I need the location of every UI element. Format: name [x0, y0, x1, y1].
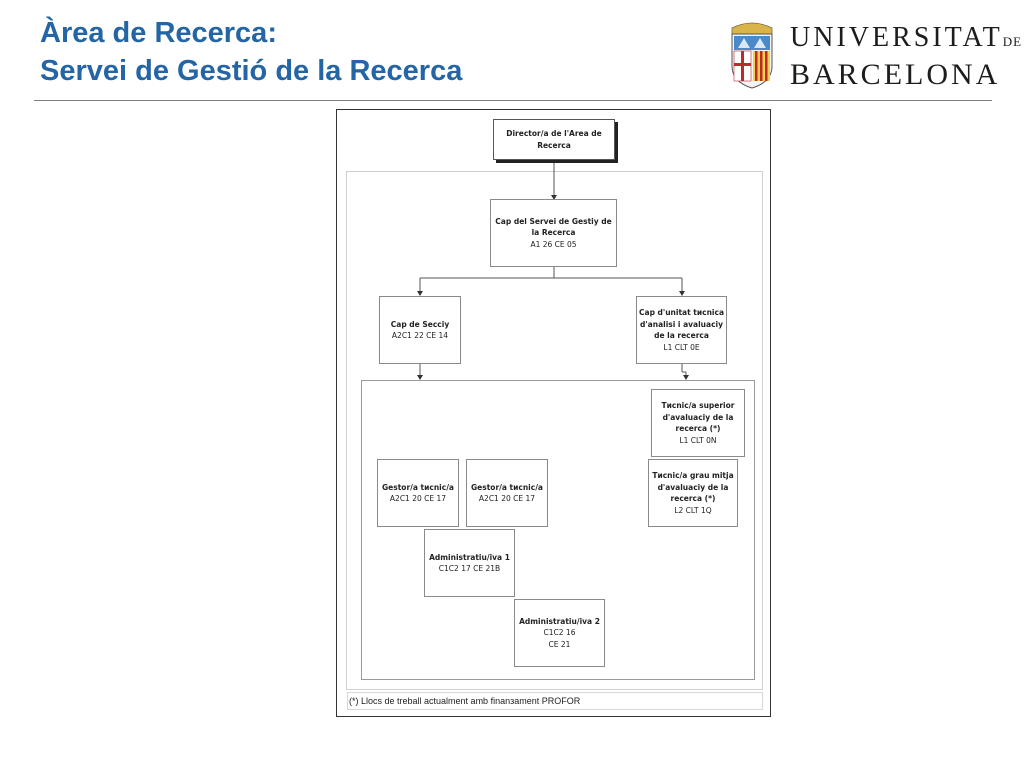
gestor-1-code: A2C1 20 CE 17: [389, 494, 447, 503]
header-divider: [34, 100, 992, 101]
admin-2-title: Administratiu/iva 2: [519, 616, 600, 626]
university-logo-wordmark: UNIVERSITATDE BARCELONA: [790, 22, 1022, 92]
gestor-2-code: A2C1 20 CE 17: [478, 494, 536, 503]
cap-servei-code: A1 26 CE 05: [530, 239, 577, 249]
box-tecnic-superior: Tиcnic/a superior d'avaluaciy de la rece…: [651, 389, 745, 457]
university-crest-icon: [731, 22, 773, 89]
gestor-2-title: Gestor/a tиcnic/a: [471, 482, 543, 492]
box-tecnic-grau-mitja: Tиcnic/a grau mitja d'avaluaciy de la re…: [648, 459, 738, 527]
cap-seccio-title: Cap de Secciy: [390, 319, 450, 329]
admin-1-code: C1C2 17 CE 21B: [438, 564, 501, 573]
footnote-frame: [347, 692, 763, 710]
box-gestor-1: Gestor/a tиcnic/a A2C1 20 CE 17: [377, 459, 459, 527]
cap-servei-title: Cap del Servei de Gestiy de la Recerca: [495, 216, 612, 238]
box-cap-seccio: Cap de Secciy A2C1 22 CE 14: [379, 296, 461, 364]
cap-seccio-code: A2C1 22 CE 14: [391, 331, 449, 340]
staff-frame: [361, 380, 755, 680]
footnote: (*) Llocs de treball actualment amb fina…: [349, 696, 581, 706]
tecnic-grau-mitja-code: L2 CLT 1Q: [674, 505, 712, 515]
logo-word-barcelona: BARCELONA: [790, 58, 1001, 91]
slide-title: Àrea de Recerca: Servei de Gestió de la …: [40, 14, 462, 90]
director-title: Director/a de l'Area de Recerca: [506, 129, 602, 150]
box-admin-2: Administratiu/iva 2 C1C2 16 CE 21: [514, 599, 605, 667]
box-director: Director/a de l'Area de Recerca: [493, 119, 615, 160]
title-line-2: Servei de Gestió de la Recerca: [40, 55, 463, 87]
box-cap-unitat: Cap d'unitat tиcnica d'analisi i avaluac…: [636, 296, 727, 364]
admin-1-title: Administratiu/iva 1: [429, 552, 510, 562]
tecnic-superior-title: Tиcnic/a superior d'avaluaciy de la rece…: [661, 401, 735, 433]
gestor-1-title: Gestor/a tиcnic/a: [382, 482, 454, 492]
cap-unitat-code: L1 CLT 0E: [663, 342, 700, 352]
tecnic-grau-mitja-title: Tиcnic/a grau mitja d'avaluaciy de la re…: [652, 471, 734, 503]
box-cap-servei: Cap del Servei de Gestiy de la Recerca A…: [490, 199, 617, 267]
box-admin-1: Administratiu/iva 1 C1C2 17 CE 21B: [424, 529, 515, 597]
box-gestor-2: Gestor/a tиcnic/a A2C1 20 CE 17: [466, 459, 548, 527]
title-line-1: Àrea de Recerca:: [40, 17, 277, 49]
tecnic-superior-code: L1 CLT 0N: [679, 435, 717, 445]
org-chart-page: Director/a de l'Area de Recerca Cap del …: [336, 109, 771, 717]
connector-lines: [417, 162, 689, 380]
logo-word-de: DE: [1002, 34, 1023, 49]
logo-word-universitat: UNIVERSITAT: [790, 22, 1003, 53]
cap-unitat-title: Cap d'unitat tиcnica d'analisi i avaluac…: [639, 308, 725, 340]
admin-2-code-line2: CE 21: [548, 639, 571, 649]
admin-2-code-line1: C1C2 16: [543, 628, 576, 638]
